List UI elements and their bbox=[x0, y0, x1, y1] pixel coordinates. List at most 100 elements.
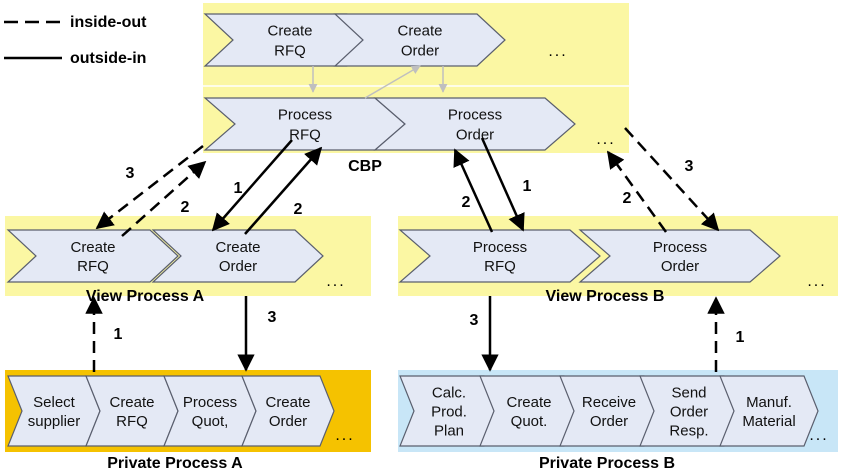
view-a-cbp-arrows bbox=[95, 139, 323, 237]
private-b-step-text: Receive bbox=[582, 394, 636, 411]
private-b-step-text: Order bbox=[670, 403, 708, 420]
private-b-step-text: Create bbox=[506, 394, 551, 411]
arrow-b-cbp-2b bbox=[606, 150, 668, 233]
arrow-b-cbp-3 bbox=[624, 127, 720, 232]
view-a-more: ... bbox=[326, 273, 345, 290]
cbp-internal-arrows bbox=[308, 65, 448, 99]
arrow-a-cbp-3 bbox=[95, 145, 204, 230]
private-a-step-shape bbox=[163, 375, 257, 447]
label-a-cbp-1: 1 bbox=[234, 180, 243, 197]
private-b-step-text: Plan bbox=[434, 422, 464, 439]
cbp-top-step-text: Order bbox=[401, 43, 439, 60]
cbp-top-step-text: Create bbox=[397, 23, 442, 40]
label-a-cbp-2b: 2 bbox=[294, 201, 303, 218]
private-b-step-shape bbox=[719, 375, 819, 447]
view-b-step-text: Order bbox=[661, 258, 699, 275]
private-b-step-text: Order bbox=[590, 413, 628, 430]
private-b-more: ... bbox=[809, 427, 828, 444]
private-a-step-text: Select bbox=[33, 394, 76, 411]
cbp-top-step-shape bbox=[333, 13, 506, 67]
view-private-arrows bbox=[85, 296, 725, 372]
label-b-cbp-1: 1 bbox=[523, 178, 532, 195]
cbp-bottom-more: ... bbox=[596, 131, 615, 148]
private-a-step-text: Create bbox=[109, 394, 154, 411]
private-a-step-text: Process bbox=[183, 394, 237, 411]
cbp-bottom-step-text: Process bbox=[448, 107, 502, 124]
private-b-step-shape bbox=[559, 375, 659, 447]
label-b-cbp-2b: 2 bbox=[623, 190, 632, 207]
private-a-more: ... bbox=[335, 427, 354, 444]
private-a-step-text: Create bbox=[265, 394, 310, 411]
view-a-step-text: RFQ bbox=[77, 258, 109, 275]
private-a-step-text: supplier bbox=[28, 413, 81, 430]
view-b-step-text: Process bbox=[473, 239, 527, 256]
private-b-step-text: Resp. bbox=[669, 422, 708, 439]
private-b-step-text: Prod. bbox=[431, 403, 467, 420]
view-b-label: View Process B bbox=[546, 288, 665, 305]
private-a-step-shape bbox=[85, 375, 179, 447]
view-a-step-shape bbox=[151, 229, 324, 283]
label-a-priv-1: 1 bbox=[114, 326, 123, 343]
label-a-cbp-2: 2 bbox=[181, 199, 190, 216]
private-b-step-text: Material bbox=[742, 413, 795, 430]
private-b-label: Private Process B bbox=[539, 455, 675, 471]
arrow-b-cbp-2 bbox=[453, 148, 494, 233]
cbp-bottom-step-text: Process bbox=[278, 107, 332, 124]
label-b-cbp-3: 3 bbox=[685, 158, 694, 175]
cbp-arrow-cross bbox=[364, 65, 421, 99]
private-a-step-text: Order bbox=[269, 413, 307, 430]
private-a-step-1: Select supplier bbox=[7, 375, 101, 447]
arrow-a-cbp-2b bbox=[244, 146, 323, 235]
cbp-top-step-text: RFQ bbox=[274, 43, 306, 60]
private-b-step-1: Calc. Prod. Plan bbox=[399, 375, 499, 447]
private-a-step-shape bbox=[7, 375, 101, 447]
view-b-step-shape bbox=[578, 229, 781, 283]
label-b-cbp-2: 2 bbox=[462, 194, 471, 211]
private-b-step-text: Manuf. bbox=[746, 394, 792, 411]
private-a-step-text: Quot, bbox=[192, 413, 229, 430]
cbp-label: CBP bbox=[348, 158, 382, 175]
view-a-label: View Process A bbox=[86, 288, 205, 305]
legend: inside-out outside-in bbox=[4, 14, 147, 67]
private-b-step-shape bbox=[479, 375, 579, 447]
chevron-layer: CreateRFQCreateOrderProcessRFQProcessOrd… bbox=[6, 13, 819, 447]
view-b-cbp-arrows bbox=[453, 127, 720, 233]
view-b-more: ... bbox=[807, 273, 826, 290]
private-b-step-5: Manuf. Material bbox=[719, 375, 819, 447]
view-b-step-text: Process bbox=[653, 239, 707, 256]
cbp-top-step-text: Create bbox=[267, 23, 312, 40]
private-b-step-text: Send bbox=[671, 384, 706, 401]
arrow-b-cbp-1 bbox=[480, 137, 525, 232]
label-a-priv-3: 3 bbox=[268, 309, 277, 326]
cbp-bottom-step-text: Order bbox=[456, 127, 494, 144]
legend-dashed-label: inside-out bbox=[70, 14, 147, 31]
private-a-step-text: RFQ bbox=[116, 413, 148, 430]
view-b-step-text: RFQ bbox=[484, 258, 516, 275]
view-a-step-text: Create bbox=[70, 239, 115, 256]
cbp-bottom-step-text: RFQ bbox=[289, 127, 321, 144]
view-a-step-shape bbox=[6, 229, 179, 283]
view-b-step-shape bbox=[398, 229, 601, 283]
view-a-step-text: Create bbox=[215, 239, 260, 256]
label-b-priv-3: 3 bbox=[470, 312, 479, 329]
private-a-step-shape bbox=[241, 375, 335, 447]
legend-solid-label: outside-in bbox=[70, 50, 146, 67]
view-a-step-text: Order bbox=[219, 258, 257, 275]
label-a-cbp-3: 3 bbox=[126, 165, 135, 182]
private-b-step-text: Calc. bbox=[432, 384, 466, 401]
